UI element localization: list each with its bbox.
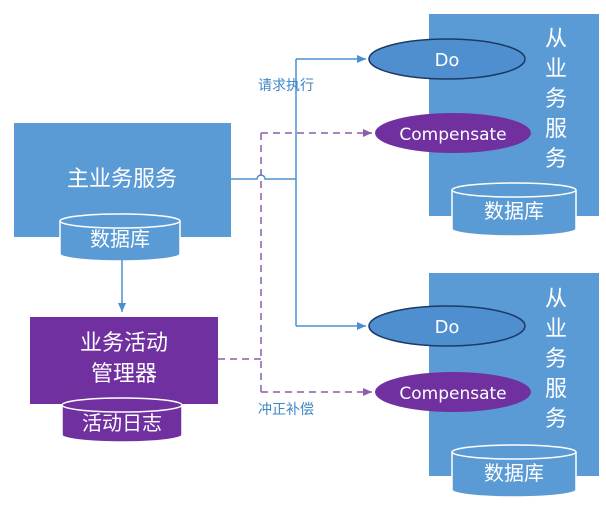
- slave-service-2-char-2: 业: [545, 317, 567, 342]
- slave-service-2-char-5: 务: [545, 407, 567, 432]
- main-service-label: 主业务服务: [67, 167, 177, 192]
- slave-service-1-compensate-op: Compensate: [375, 113, 531, 153]
- slave-service-1-char-3: 务: [545, 87, 567, 112]
- main-service-database: 数据库: [59, 213, 181, 262]
- slave-service-2-do-label: Do: [435, 317, 460, 338]
- slave-service-1-database: 数据库: [451, 182, 577, 237]
- slave-service-2-char-3: 务: [545, 347, 567, 372]
- slave-service-2-char-1: 从: [545, 287, 567, 312]
- slave-service-1: 从 业 务 服 务 数据库 Do Compensate: [368, 14, 599, 237]
- compensate-edge-label: 冲正补偿: [258, 402, 314, 418]
- slave-service-1-db-label: 数据库: [484, 199, 544, 223]
- request-edge-label: 请求执行: [258, 78, 314, 94]
- slave-service-1-char-2: 业: [545, 57, 567, 82]
- slave-service-2-compensate-op: Compensate: [375, 372, 531, 412]
- main-service: 主业务服务 数据库: [14, 123, 231, 262]
- activity-manager-label-line2: 管理器: [91, 362, 157, 387]
- slave-service-2-compensate-label: Compensate: [399, 384, 506, 404]
- slave-service-1-char-4: 服: [545, 117, 567, 142]
- main-to-trunk-line: [231, 174, 296, 180]
- activity-log-label: 活动日志: [82, 411, 162, 435]
- slave-service-2-char-4: 服: [545, 377, 567, 402]
- slave-service-1-do-label: Do: [435, 50, 460, 71]
- slave-service-1-char-5: 务: [545, 147, 567, 172]
- activity-manager-label-line1: 业务活动: [80, 331, 168, 356]
- slave-service-2: 从 业 务 服 务 数据库 Do Compensate: [368, 273, 599, 498]
- activity-manager: 业务活动 管理器 活动日志: [30, 317, 218, 443]
- compensate-edges: [218, 129, 372, 396]
- slave-service-1-compensate-label: Compensate: [399, 125, 506, 145]
- activity-manager-box: [30, 317, 218, 404]
- slave-service-2-database: 数据库: [451, 444, 577, 498]
- activity-log-database: 活动日志: [61, 397, 183, 443]
- main-service-db-label: 数据库: [90, 227, 150, 251]
- slave-service-2-do-op: Do: [368, 305, 526, 347]
- slave-service-2-db-label: 数据库: [484, 461, 544, 485]
- slave-service-1-do-op: Do: [368, 38, 526, 80]
- slave-service-1-char-1: 从: [545, 27, 567, 52]
